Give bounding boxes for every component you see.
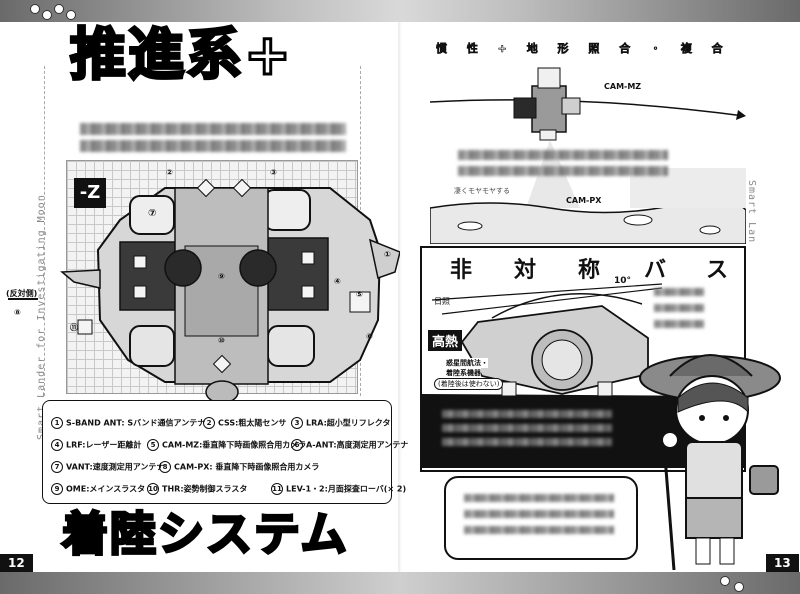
hexagon-ornament-right xyxy=(720,576,730,586)
blurred-text-line xyxy=(654,320,704,328)
handwritten-note: 凄くモヤモヤする xyxy=(454,187,510,195)
lander-diagram xyxy=(60,178,400,404)
cam-px-label: CAM-PX xyxy=(566,196,602,205)
speech-bubble xyxy=(444,476,638,560)
frame-title-char-3: 称 xyxy=(578,258,601,283)
frame-title-char-4: バ xyxy=(644,258,667,283)
blurred-text-line xyxy=(442,410,612,418)
callout-3: ③ xyxy=(270,168,277,177)
reverse-side-label: (反対側) xyxy=(6,289,38,298)
equipment-note-3: (着陸後は使わない) xyxy=(434,378,504,390)
page-number-right: 13 xyxy=(766,554,799,572)
callout-10: ⑩ xyxy=(218,336,225,345)
page-number-left: 12 xyxy=(0,554,33,572)
callout-1: ① xyxy=(384,250,391,259)
callout-4: ④ xyxy=(334,277,341,286)
sun-label: 日照 xyxy=(434,297,450,306)
frame-title-char-1: 非 xyxy=(450,258,473,283)
equipment-note-1: 惑星間航法・ xyxy=(446,358,488,368)
hexagon-ornament-right-2 xyxy=(734,582,744,592)
callout-8: ⑧ xyxy=(14,308,21,317)
top-banner xyxy=(0,0,800,22)
page-title-bottom: 着陸システム xyxy=(61,506,349,563)
arrow-right-icon xyxy=(8,298,38,300)
frame-title-char-2: 対 xyxy=(514,258,537,283)
blurred-text-line xyxy=(458,166,668,176)
blurred-text-line xyxy=(458,150,668,160)
bottom-banner xyxy=(0,572,800,594)
blurred-text-line xyxy=(80,140,346,152)
blurred-text-line xyxy=(654,304,704,312)
page-title-top: 推進系+ xyxy=(69,23,293,88)
blurred-text-line xyxy=(442,424,612,432)
high-heat-label: 高熱 xyxy=(428,330,463,351)
blurred-text-line xyxy=(654,288,704,296)
callout-11: ⑪ xyxy=(70,323,78,332)
equipment-note-2: 着陸系機器 xyxy=(446,368,481,378)
character-illustration xyxy=(639,354,781,570)
page-gutter xyxy=(398,22,402,572)
frame-title-char-5: ス xyxy=(706,258,729,283)
blurred-text-line xyxy=(80,123,346,135)
callout-6: ⑥ xyxy=(366,332,373,341)
dashed-guide-left xyxy=(44,66,46,396)
callout-7: ⑦ xyxy=(148,208,157,219)
side-text-right: Smart Lan xyxy=(746,180,757,244)
angle-label: 10° xyxy=(614,276,632,286)
cam-mz-label: CAM-MZ xyxy=(604,82,642,91)
callout-9: ⑨ xyxy=(218,272,225,281)
section-header: 慣 性 + 地 形 照 合 ・ 複 合 誘 導 xyxy=(436,42,742,54)
blurred-text-line xyxy=(442,438,612,446)
blurred-text-line xyxy=(464,494,614,502)
view-label: -Z xyxy=(74,178,106,208)
callout-5: ⑤ xyxy=(356,290,363,299)
callout-2: ② xyxy=(166,168,173,177)
blurred-text-line xyxy=(464,526,614,534)
blurred-text-line xyxy=(464,510,614,518)
